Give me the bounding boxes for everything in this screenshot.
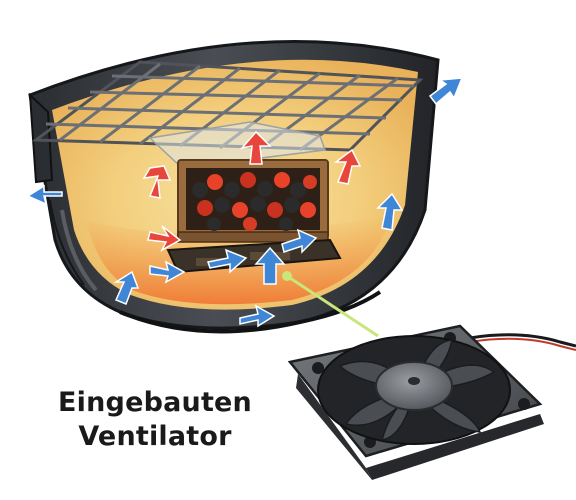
caption-line-1: Eingebauten — [58, 387, 252, 418]
hot-air-arrow — [333, 148, 362, 185]
cool-air-arrow — [113, 270, 140, 305]
cool-air-arrow — [26, 184, 63, 206]
fan-pointer — [282, 271, 379, 338]
cool-air-arrow — [149, 260, 186, 284]
cool-air-arrow — [376, 192, 404, 231]
hot-air-arrow — [142, 165, 172, 199]
caption-line-2: Ventilator — [78, 421, 232, 452]
cool-air-arrow — [254, 246, 286, 285]
cool-air-arrow — [281, 228, 318, 254]
cool-air-arrow — [428, 77, 464, 106]
hot-air-arrow — [239, 130, 272, 165]
hot-air-arrow — [147, 225, 182, 252]
cool-air-arrow — [207, 248, 248, 274]
charcoal-pile — [192, 172, 317, 231]
fan-illustration — [287, 324, 576, 480]
cool-air-arrow — [239, 304, 276, 328]
hot-air-arrows — [142, 130, 362, 252]
cool-air-arrows — [26, 77, 464, 328]
